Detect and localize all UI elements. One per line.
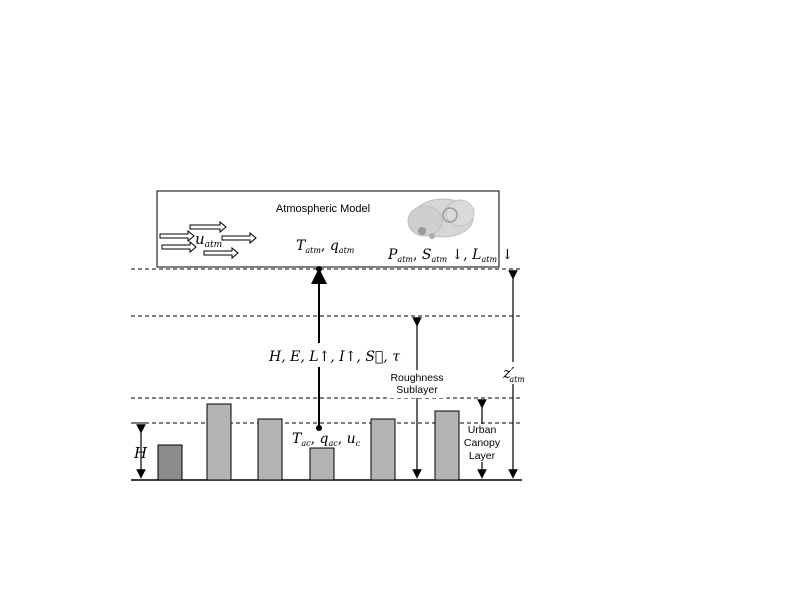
flux-top-dot xyxy=(316,266,322,272)
height-label: H xyxy=(133,444,148,462)
svg-text:Layer: Layer xyxy=(469,450,496,462)
canopy-label: Urban xyxy=(468,424,497,436)
building xyxy=(370,418,396,481)
fluxes-label: H, E, L↑, I↑, S⃗, τ xyxy=(268,349,400,365)
atm-state-label: Tatm, qatm xyxy=(296,238,355,255)
flux-bottom-dot xyxy=(316,425,322,431)
building xyxy=(257,418,283,481)
wind-sub: atm xyxy=(205,240,223,250)
cloud-rain-icon xyxy=(407,198,475,239)
svg-text:Sublayer: Sublayer xyxy=(396,384,438,396)
buildings xyxy=(157,403,460,481)
svg-text:uatm: uatm xyxy=(195,230,222,250)
building xyxy=(206,403,232,481)
wind-arrows-icon xyxy=(159,220,257,260)
wind-label: u xyxy=(195,230,205,248)
building xyxy=(157,444,183,481)
atm-forcing-label: Patm, Satm ↓, Latm ↓ xyxy=(387,247,513,264)
building xyxy=(309,447,335,481)
canopy-vars-label: Tac, qac, uc xyxy=(292,431,361,448)
building xyxy=(434,410,460,481)
roughness-label: Roughness xyxy=(390,372,443,384)
atmospheric-model-title: Atmospheric Model xyxy=(276,203,370,215)
svg-text:Canopy: Canopy xyxy=(464,437,501,449)
z-atm-label: z′atm xyxy=(502,364,525,384)
